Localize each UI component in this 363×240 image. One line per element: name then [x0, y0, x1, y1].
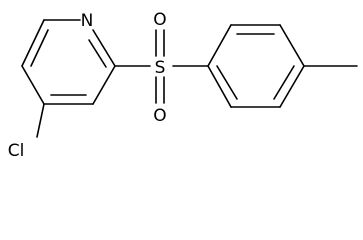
bond-ar-6-inner	[216, 65, 238, 100]
bond-ar-4-inner	[273, 65, 295, 100]
atom-label-oxygen-top: O	[153, 10, 166, 30]
atom-label-chlorine: Cl	[8, 141, 25, 161]
atom-label-oxygen-bottom: O	[153, 106, 166, 126]
bond-n-c2-outer	[92, 29, 116, 67]
bond-c4-cl	[36, 103, 45, 138]
bond-c5-c6-inner	[30, 29, 49, 67]
bond-ar-4	[279, 65, 305, 108]
bond-ar-1	[207, 24, 232, 67]
atom-label-sulfur: S	[155, 58, 166, 78]
bond-c2-c3	[92, 65, 116, 105]
bond-c4-c5	[21, 65, 45, 105]
bond-ar-6	[207, 65, 232, 108]
bond-c5-c6	[21, 19, 45, 67]
tolyl-ring	[207, 24, 305, 108]
sulfonyl-group	[155, 29, 165, 104]
atom-label-nitrogen: N	[81, 11, 94, 31]
bond-ar-3	[279, 24, 305, 67]
pyridine-ring	[21, 19, 116, 105]
bond-n-c2-inner	[88, 39, 107, 68]
chemical-structure: N S O O Cl	[8, 10, 358, 161]
